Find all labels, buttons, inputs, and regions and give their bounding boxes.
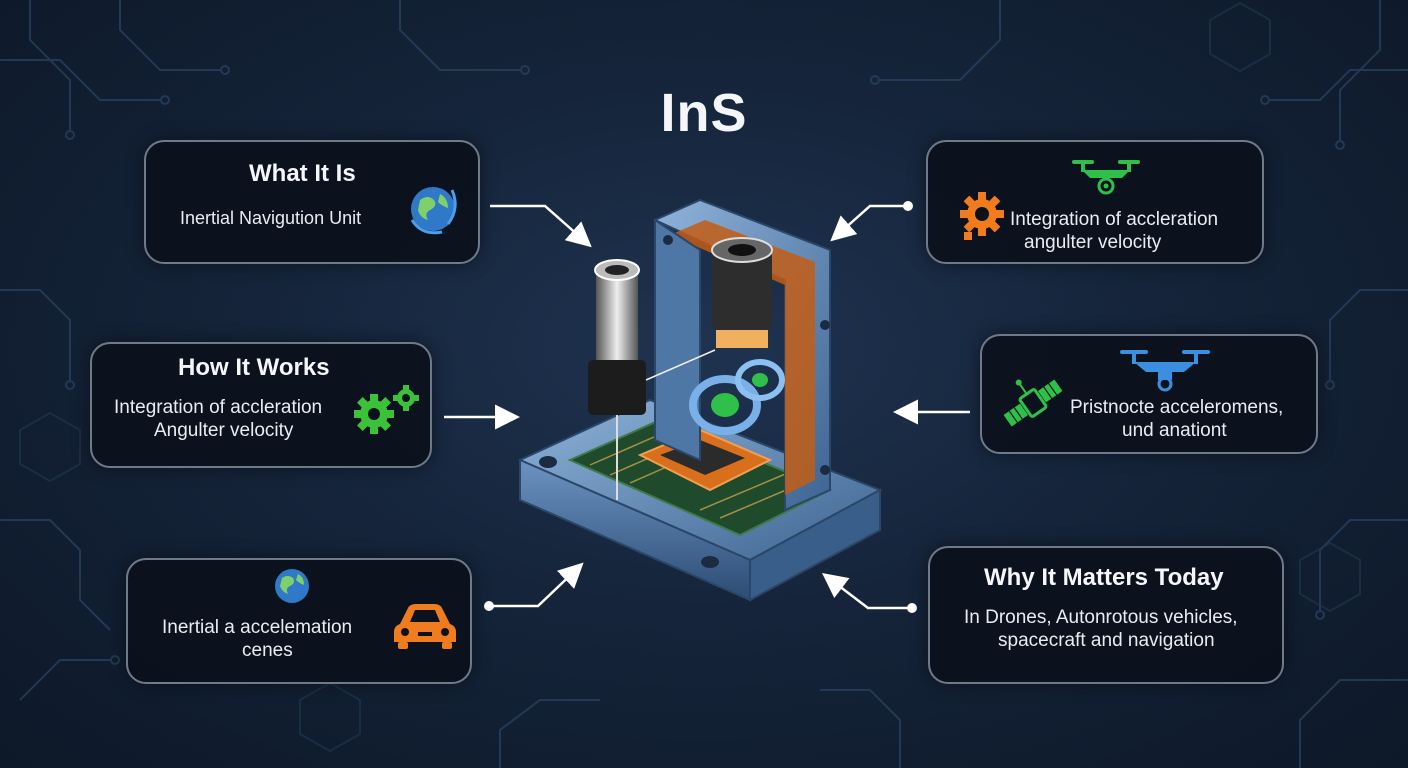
card-how-it-works: How It Works Integration of accleration …	[90, 342, 432, 468]
card-text-line2: angulter velocity	[1024, 232, 1162, 253]
card-top-right: Integration of accleration angulter velo…	[926, 140, 1264, 264]
card-text-line1: Inertial a accelemation	[162, 617, 353, 638]
card-text-line2: Angulter velocity	[154, 420, 294, 441]
card-title: Why It Matters Today	[984, 564, 1224, 591]
ins-device-illustration	[517, 198, 883, 602]
card-text-line2: spacecraft and navigation	[998, 630, 1215, 651]
card-text-line1: Pristnocte acceleromens,	[1070, 397, 1284, 418]
card-why-it-matters: Why It Matters Today In Drones, Autonrot…	[928, 546, 1284, 684]
card-text-line2: cenes	[242, 640, 293, 661]
card-text-line2: und anationt	[1122, 420, 1227, 441]
gear-icon	[960, 192, 1004, 240]
car-icon	[394, 604, 456, 649]
card-text-line1: Integration of accleration	[114, 397, 323, 418]
card-middle-right: Pristnocte acceleromens, und anationt	[980, 334, 1318, 454]
card-text-line1: Integration of accleration	[1010, 209, 1219, 230]
card-what-it-is: What It Is Inertial Navigution Unit	[144, 140, 480, 264]
card-bottom-left: Inertial a accelemation cenes	[126, 558, 472, 684]
card-text-line1: In Drones, Autonrotous vehicles,	[964, 607, 1238, 628]
card-title: What It Is	[249, 160, 356, 187]
satellite-icon	[1003, 379, 1063, 427]
page-title: InS	[660, 83, 748, 143]
gears-icon	[354, 385, 419, 434]
drone-icon	[1120, 350, 1210, 392]
drone-icon	[1072, 160, 1140, 195]
globe-icon	[275, 569, 309, 603]
card-title: How It Works	[178, 354, 330, 381]
card-text: Inertial Navigution Unit	[180, 208, 362, 228]
globe-icon	[410, 187, 457, 235]
